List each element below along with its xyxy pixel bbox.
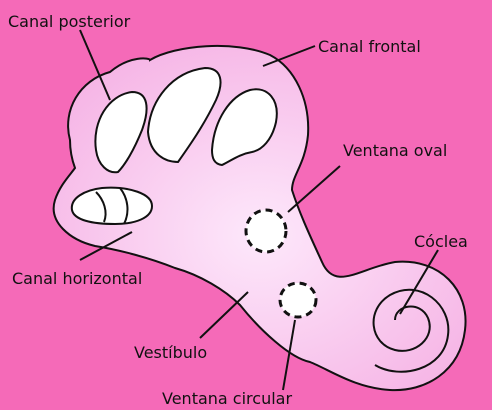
label-canal-posterior: Canal posterior <box>8 12 131 31</box>
oval-window <box>246 210 286 252</box>
leader-vestibulo <box>200 292 248 338</box>
label-canal-frontal: Canal frontal <box>318 37 421 56</box>
label-canal-horizontal: Canal horizontal <box>12 269 142 288</box>
label-coclea: Cóclea <box>414 232 468 251</box>
horizontal-canal-hole <box>72 188 152 224</box>
label-ventana-circular: Ventana circular <box>162 389 292 408</box>
label-vestibulo: Vestíbulo <box>134 343 207 362</box>
label-ventana-oval: Ventana oval <box>343 141 447 160</box>
round-window <box>280 283 316 317</box>
